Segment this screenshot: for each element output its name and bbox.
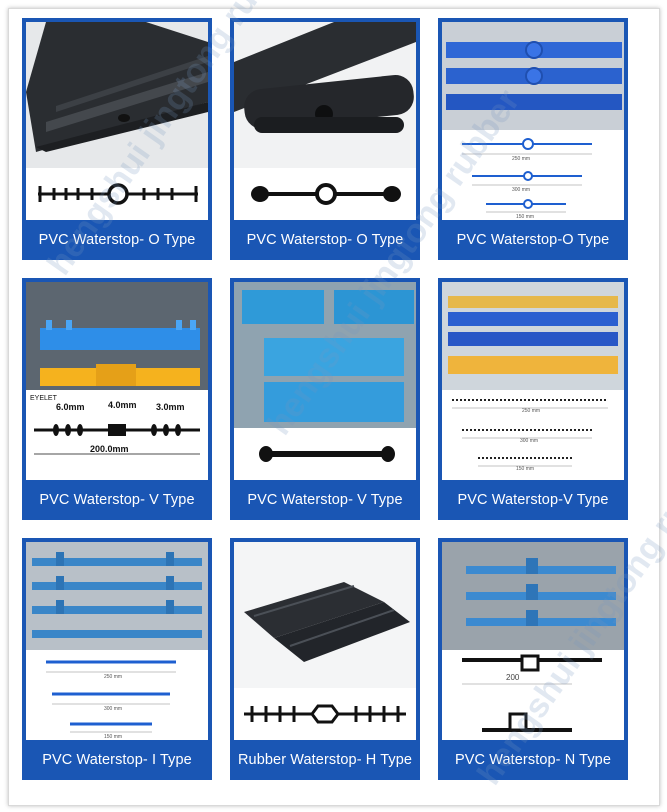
dim-label: 200 <box>506 673 520 682</box>
product-card-o-type-3[interactable]: 250 mm 300 mm 150 mm PVC Waterstop-O Typ… <box>438 18 628 260</box>
product-card-o-type-1[interactable]: PVC Waterstop- O Type <box>22 18 212 260</box>
product-photo <box>234 282 416 428</box>
dim-label: 200.0mm <box>90 444 129 454</box>
dimension-diagrams: 250 mm 300 mm 150 mm <box>442 130 624 220</box>
product-photo <box>442 282 624 390</box>
product-card-i-type[interactable]: 250 mm 300 mm 150 mm PVC Waterstop- I Ty… <box>22 538 212 780</box>
dim-label: 150 mm <box>104 734 122 740</box>
product-caption: PVC Waterstop-O Type <box>456 232 610 248</box>
product-caption: PVC Waterstop- V Type <box>39 492 195 508</box>
dimension-diagram: 200 <box>442 650 624 740</box>
product-card-h-type[interactable]: Rubber Waterstop- H Type <box>230 538 420 780</box>
dim-label: 300 mm <box>512 187 530 193</box>
dim-label: 150 mm <box>516 214 534 220</box>
product-card-v-type-3[interactable]: 250 mm 300 mm 150 mm PVC Waterstop-V Typ… <box>438 278 628 520</box>
product-photo <box>442 542 624 650</box>
dim-label: 3.0mm <box>156 402 185 412</box>
product-photo <box>26 22 208 168</box>
product-caption: PVC Waterstop- O Type <box>38 232 196 248</box>
dim-label: 150 mm <box>516 466 534 472</box>
dim-label: 250 mm <box>522 408 540 414</box>
product-photo <box>442 22 624 130</box>
product-caption: PVC Waterstop- I Type <box>42 752 192 768</box>
dimension-diagrams: 250 mm 300 mm 150 mm <box>26 650 208 740</box>
product-card-v-type-2[interactable]: PVC Waterstop- V Type <box>230 278 420 520</box>
profile-diagram <box>234 168 416 220</box>
dimension-diagrams: 250 mm 300 mm 150 mm <box>442 390 624 480</box>
dim-label: 4.0mm <box>108 400 137 410</box>
product-caption: Rubber Waterstop- H Type <box>237 752 413 768</box>
product-card-o-type-2[interactable]: PVC Waterstop- O Type <box>230 18 420 260</box>
product-photo <box>234 22 416 168</box>
product-caption: PVC Waterstop- V Type <box>247 492 403 508</box>
profile-diagram <box>26 168 208 220</box>
dim-label: 250 mm <box>512 156 530 162</box>
profile-diagram <box>234 428 416 480</box>
product-caption: PVC Waterstop- O Type <box>246 232 404 248</box>
product-caption: PVC Waterstop- N Type <box>454 752 611 768</box>
dim-label: 300 mm <box>520 438 538 444</box>
product-caption: PVC Waterstop-V Type <box>457 492 609 508</box>
product-photo <box>26 282 208 390</box>
product-card-v-type-1[interactable]: EYELET 6.0mm 4.0mm 3.0mm 200.0mm PVC Wat… <box>22 278 212 520</box>
dim-label: EYELET <box>30 395 58 402</box>
product-card-n-type[interactable]: 200 PVC Waterstop- N Type <box>438 538 628 780</box>
dim-label: 6.0mm <box>56 402 85 412</box>
profile-diagram <box>234 688 416 740</box>
dim-label: 300 mm <box>104 706 122 712</box>
dim-label: 250 mm <box>104 674 122 680</box>
dimension-diagram: EYELET 6.0mm 4.0mm 3.0mm 200.0mm <box>26 390 208 480</box>
product-photo <box>234 542 416 688</box>
product-photo <box>26 542 208 650</box>
